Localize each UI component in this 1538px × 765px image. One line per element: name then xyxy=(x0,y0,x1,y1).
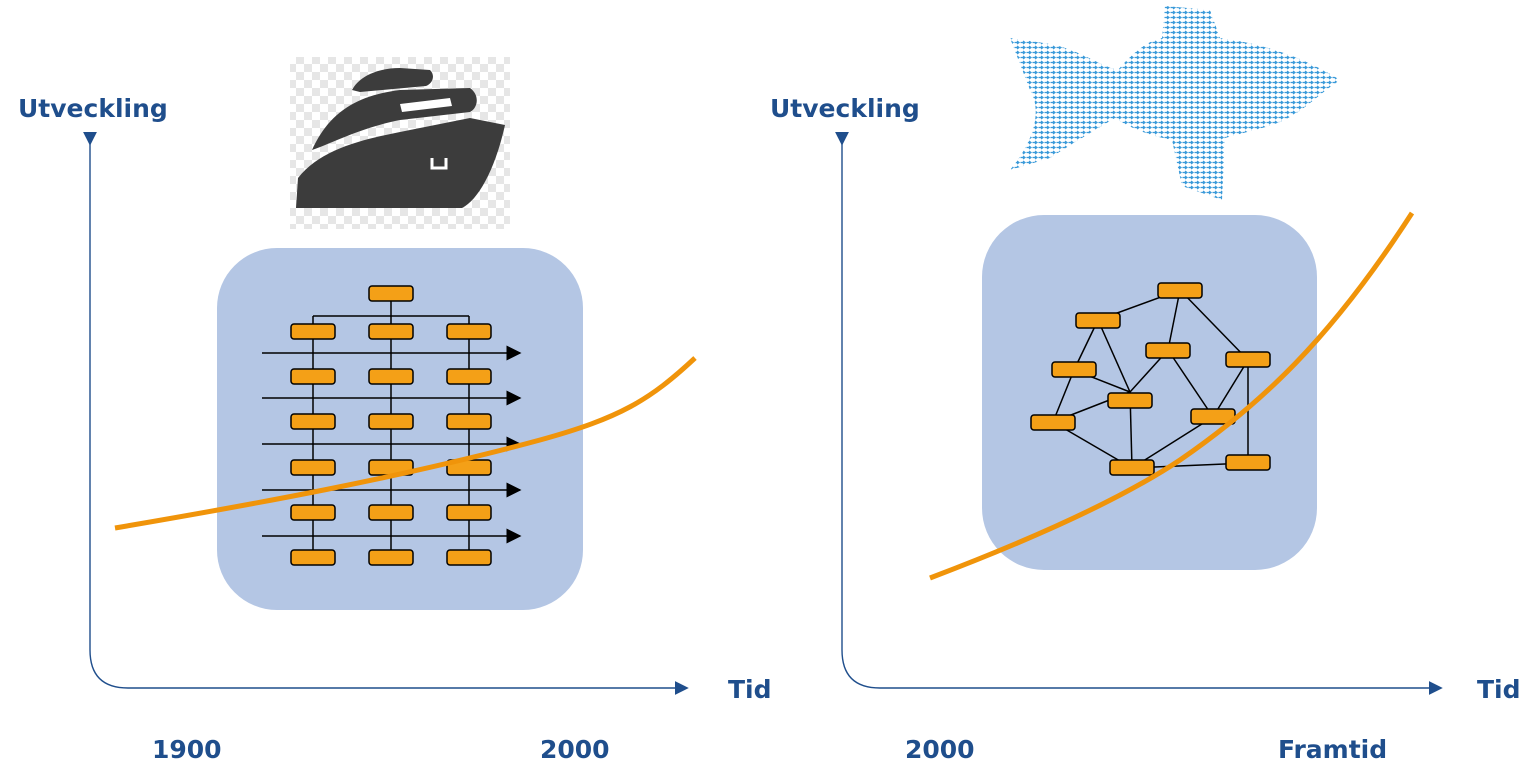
org-boxes-hierarchical xyxy=(290,285,492,566)
left-x-start-label: 1900 xyxy=(152,735,222,764)
left-x-end-label: 2000 xyxy=(540,735,610,764)
right-axis-line xyxy=(835,131,1443,695)
fish-icon xyxy=(1010,6,1340,200)
right-x-start-label: 2000 xyxy=(905,735,975,764)
left-development-curve xyxy=(114,356,697,531)
org-boxes-network xyxy=(1030,282,1271,476)
right-development-curve xyxy=(929,211,1415,581)
right-y-axis-label: Utveckling xyxy=(770,94,920,123)
ship-icon xyxy=(290,57,510,229)
left-x-axis-label: Tid xyxy=(728,675,772,704)
right-x-axis-label: Tid xyxy=(1477,675,1521,704)
left-axis-line xyxy=(83,131,689,695)
left-axes xyxy=(83,131,689,695)
right-axes xyxy=(835,131,1443,695)
left-y-axis-label: Utveckling xyxy=(18,94,168,123)
right-x-end-label: Framtid xyxy=(1278,735,1388,764)
